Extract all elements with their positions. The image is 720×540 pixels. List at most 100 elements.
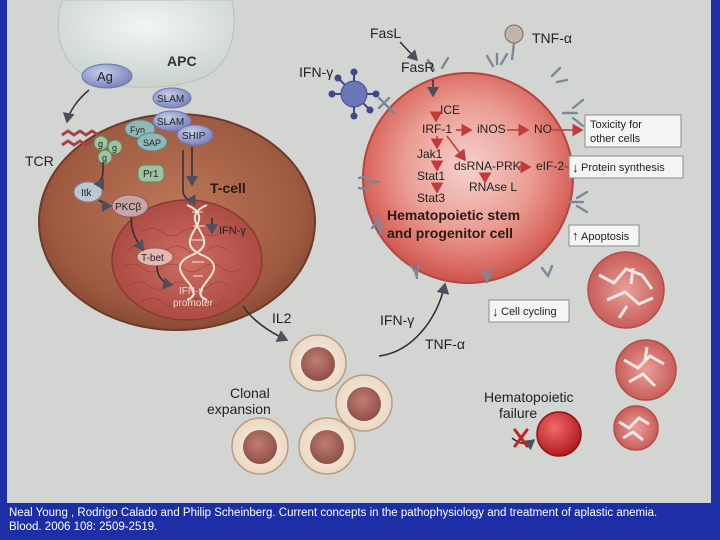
hsc-pathway-labels: ICE IRF-1 iNOS NO Jak1 Stat1 Stat3 dsRNA… xyxy=(417,103,564,205)
apoptosis-box xyxy=(568,224,640,247)
dna-helix xyxy=(178,204,216,301)
tnfa-top-label: TNF-α xyxy=(532,30,572,46)
toxicity-label-1: Toxicity for xyxy=(590,119,642,131)
irf1-label: IRF-1 xyxy=(422,122,452,136)
clonal-label-2: expansion xyxy=(207,401,271,417)
top-signal-arrows xyxy=(399,41,439,98)
hsc-label-1: Hematopoietic stem xyxy=(387,207,520,223)
citation-caption: Neal Young , Rodrigo Calado and Philip S… xyxy=(9,506,709,534)
tnf-ligand xyxy=(504,24,524,61)
tbet-blob xyxy=(136,247,174,267)
gamma-blob-1 xyxy=(93,135,109,151)
itk-label: Itk xyxy=(81,188,93,199)
marrow-sphere xyxy=(587,251,665,329)
gamma-label-3: g xyxy=(102,153,107,163)
failure-label-1: Hematopoietic xyxy=(484,389,574,405)
red-cell xyxy=(536,411,582,457)
tbet-node: T-bet xyxy=(136,247,174,267)
clonal-cell xyxy=(231,417,289,475)
outcome-protein-synthesis: ↓ Protein synthesis xyxy=(568,155,684,179)
clonal-label-1: Clonal xyxy=(230,385,270,401)
hsc-receptors xyxy=(357,52,589,284)
receptor-cluster: SLAM SLAM Fyn SAP SHIP xyxy=(124,87,214,152)
antigen: Ag xyxy=(81,63,133,89)
ifng-promoter-label-2: promoter xyxy=(173,298,214,309)
t-cell-label: T-cell xyxy=(210,180,246,196)
gamma-blob-2 xyxy=(107,139,123,155)
antigen-label: Ag xyxy=(97,69,113,84)
cell-cycling-arrow: ↓ xyxy=(492,304,499,319)
clonal-cell xyxy=(298,417,356,475)
fasl-label: FasL xyxy=(370,25,401,41)
hsc-label-2: and progenitor cell xyxy=(387,225,513,241)
citation-line-2: Blood. 2006 108: 2509-2519. xyxy=(9,521,158,533)
clonal-cell xyxy=(289,334,347,392)
tnf-ligand-head xyxy=(504,24,524,44)
gamma-label-1: g xyxy=(98,139,103,149)
pkcb-label: PKCβ xyxy=(115,202,142,213)
tnf-ligand-stalk xyxy=(510,42,516,61)
pr1-label: Pr1 xyxy=(143,169,159,180)
fyn-label: Fyn xyxy=(130,125,145,135)
slam-blob-lower xyxy=(152,110,192,132)
cell-cycling-box xyxy=(488,299,570,323)
apoptosis-label: Apoptosis xyxy=(581,231,630,243)
ifng-promoter-label-1: IFN-γ xyxy=(179,286,203,297)
pr1-node: Pr1 xyxy=(137,164,165,183)
toxicity-label-2: other cells xyxy=(590,133,641,145)
sap-label: SAP xyxy=(143,138,161,148)
sap-blob xyxy=(136,132,168,152)
hsc-pathway-arrows xyxy=(429,111,584,194)
clonal-cells xyxy=(231,334,393,475)
pkcb-node: PKCβ xyxy=(111,194,149,218)
marrow-sphere xyxy=(613,405,659,451)
hsc-cell: Hematopoietic stem and progenitor cell xyxy=(362,72,574,284)
slam-label-lower: SLAM xyxy=(157,117,184,128)
stat1-label: Stat1 xyxy=(417,169,445,183)
chromatin-pattern xyxy=(121,227,243,307)
hsc-body xyxy=(362,72,574,284)
tnfa-bottom-label: TNF-α xyxy=(425,336,465,352)
bottom-arrows xyxy=(242,282,450,357)
eif2-label: eIF-2 xyxy=(536,159,564,173)
outcome-apoptosis: ↑ Apoptosis xyxy=(568,224,640,247)
itk-node: Itk xyxy=(73,181,103,203)
protein-synthesis-label: Protein synthesis xyxy=(581,162,665,174)
diagram-figure: APC Ag T-cell SLAM xyxy=(7,0,711,503)
il2-label: IL2 xyxy=(272,310,292,326)
slam-label-upper: SLAM xyxy=(157,94,184,105)
citation-line-1: Neal Young , Rodrigo Calado and Philip S… xyxy=(9,507,658,519)
toxicity-box xyxy=(584,114,682,148)
outcome-toxicity: Toxicity for other cells xyxy=(584,114,682,148)
rnase-label: RNAse L xyxy=(469,180,517,194)
slam-blob-upper xyxy=(152,87,192,109)
ship-blob xyxy=(176,124,214,146)
apoptosis-arrow: ↑ xyxy=(572,228,579,243)
outcome-cell-cycling: ↓ Cell cycling xyxy=(488,299,570,323)
tcell-arrows xyxy=(62,89,218,290)
clonal-cell xyxy=(335,374,393,432)
tcr-receptor: TCR g g g xyxy=(25,129,123,169)
no-label: NO xyxy=(534,122,552,136)
ship-label: SHIP xyxy=(182,131,206,142)
failure-label-2: failure xyxy=(499,405,537,421)
ifng-bottom-label: IFN-γ xyxy=(380,312,414,328)
t-cell: T-cell xyxy=(38,113,316,331)
dsrna-label: dsRNA-PRK xyxy=(454,159,521,173)
tcr-label: TCR xyxy=(25,153,54,169)
gamma-label-2: g xyxy=(112,143,117,153)
inos-label: iNOS xyxy=(477,122,506,136)
tcr-chain xyxy=(61,129,99,147)
failing-cell xyxy=(511,411,582,457)
ice-label: ICE xyxy=(440,103,460,117)
protein-synthesis-arrow: ↓ xyxy=(572,160,579,175)
marrow-spheres xyxy=(587,251,677,451)
apc-label: APC xyxy=(167,53,197,69)
block-x-icon xyxy=(513,428,529,448)
fasr-label: FasR xyxy=(401,59,434,75)
jak1-label: Jak1 xyxy=(417,147,443,161)
cell-cycling-label: Cell cycling xyxy=(501,306,557,318)
pr1-box xyxy=(137,164,165,183)
ifng-tcell-label: IFN-γ xyxy=(219,225,246,237)
